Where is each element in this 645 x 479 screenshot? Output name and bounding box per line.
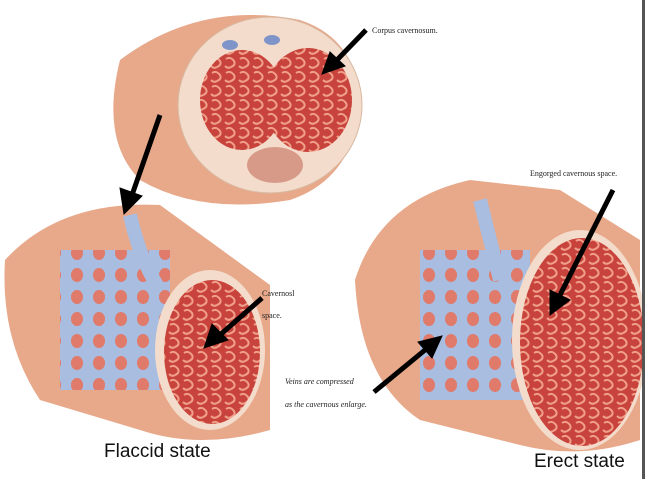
label-veins-1: Veins are compressed (285, 377, 354, 386)
caption-erect: Erect state (534, 451, 625, 472)
label-corpus-cavernosum: Corpus cavernosum. (372, 26, 438, 35)
label-engorged-space: Engorged cavernous space. (530, 169, 618, 178)
arrow-cavernosl (218, 296, 264, 337)
label-cavernosl-2: space. (262, 311, 282, 320)
arrow-veins (372, 348, 427, 394)
arrow-corpus (333, 28, 368, 64)
right-border (642, 0, 645, 479)
label-veins-2: as the cavernous enlarge. (285, 400, 367, 409)
arrow-engorged (557, 188, 616, 297)
label-cavernosl-1: Cavernosl (262, 289, 295, 298)
arrow-corpus-head (321, 51, 346, 75)
erect-section (355, 180, 645, 452)
cross-section-top (113, 15, 363, 205)
flaccid-section (4, 204, 270, 440)
arrow-cavernosl-head (203, 323, 229, 349)
arrow-section-head (119, 187, 143, 216)
arrow-veins-head (417, 335, 443, 359)
caption-flaccid: Flaccid state (104, 441, 211, 462)
arrow-engorged-head (549, 289, 571, 316)
arrow-section (129, 114, 163, 196)
